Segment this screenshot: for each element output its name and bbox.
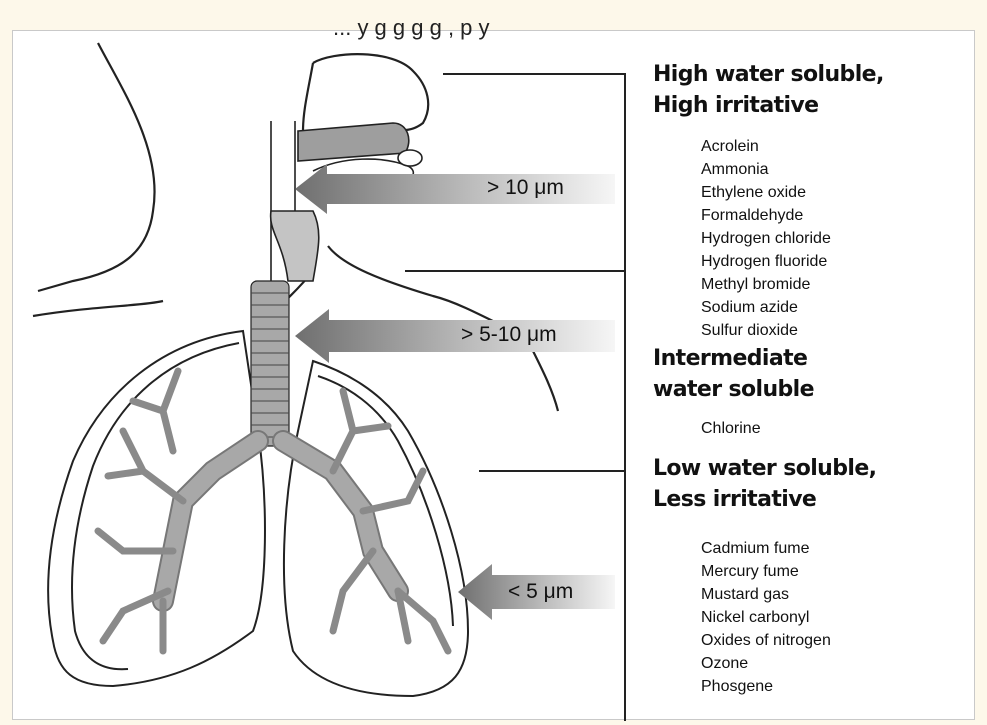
arrow-left-icon	[295, 164, 615, 214]
list-item: Phosgene	[701, 675, 831, 698]
list-intermediate-soluble: Chlorine	[701, 417, 761, 440]
heading-line: Less irritative	[653, 484, 876, 515]
list-item: Oxides of nitrogen	[701, 629, 831, 652]
heading-line: Low water soluble,	[653, 453, 876, 484]
heading-line: High irritative	[653, 90, 884, 121]
list-item: Ozone	[701, 652, 831, 675]
list-item: Cadmium fume	[701, 537, 831, 560]
heading-high-soluble: High water soluble, High irritative	[653, 59, 884, 121]
list-low-soluble: Cadmium fume Mercury fume Mustard gas Ni…	[701, 537, 831, 698]
list-item: Hydrogen chloride	[701, 227, 831, 250]
heading-line: water soluble	[653, 374, 814, 405]
heading-intermediate-soluble: Intermediate water soluble	[653, 343, 814, 405]
list-item: Sulfur dioxide	[701, 319, 831, 342]
arrow-small-particles: < 5 μm	[458, 564, 615, 620]
list-item: Mustard gas	[701, 583, 831, 606]
arrow-label: > 5-10 μm	[461, 323, 557, 347]
heading-line: High water soluble,	[653, 59, 884, 90]
list-item: Mercury fume	[701, 560, 831, 583]
list-item: Acrolein	[701, 135, 831, 158]
heading-line: Intermediate	[653, 343, 814, 374]
bronchi	[163, 441, 398, 601]
list-item: Ethylene oxide	[701, 181, 831, 204]
heading-low-soluble: Low water soluble, Less irritative	[653, 453, 876, 515]
arrow-label: < 5 μm	[508, 580, 573, 604]
list-item: Formaldehyde	[701, 204, 831, 227]
list-item: Sodium azide	[701, 296, 831, 319]
list-high-soluble: Acrolein Ammonia Ethylene oxide Formalde…	[701, 135, 831, 342]
list-item: Nickel carbonyl	[701, 606, 831, 629]
arrow-large-particles: > 10 μm	[295, 164, 615, 214]
arrow-medium-particles: > 5-10 μm	[295, 309, 615, 363]
arrow-label: > 10 μm	[487, 176, 564, 200]
list-item: Ammonia	[701, 158, 831, 181]
arrow-left-icon	[295, 309, 615, 363]
list-item: Methyl bromide	[701, 273, 831, 296]
clipped-caption: ... y g g g g , p y	[333, 15, 490, 41]
list-item: Hydrogen fluoride	[701, 250, 831, 273]
trachea	[251, 281, 289, 446]
list-item: Chlorine	[701, 417, 761, 440]
diagram-frame: > 10 μm > 5-10 μm	[12, 30, 975, 720]
